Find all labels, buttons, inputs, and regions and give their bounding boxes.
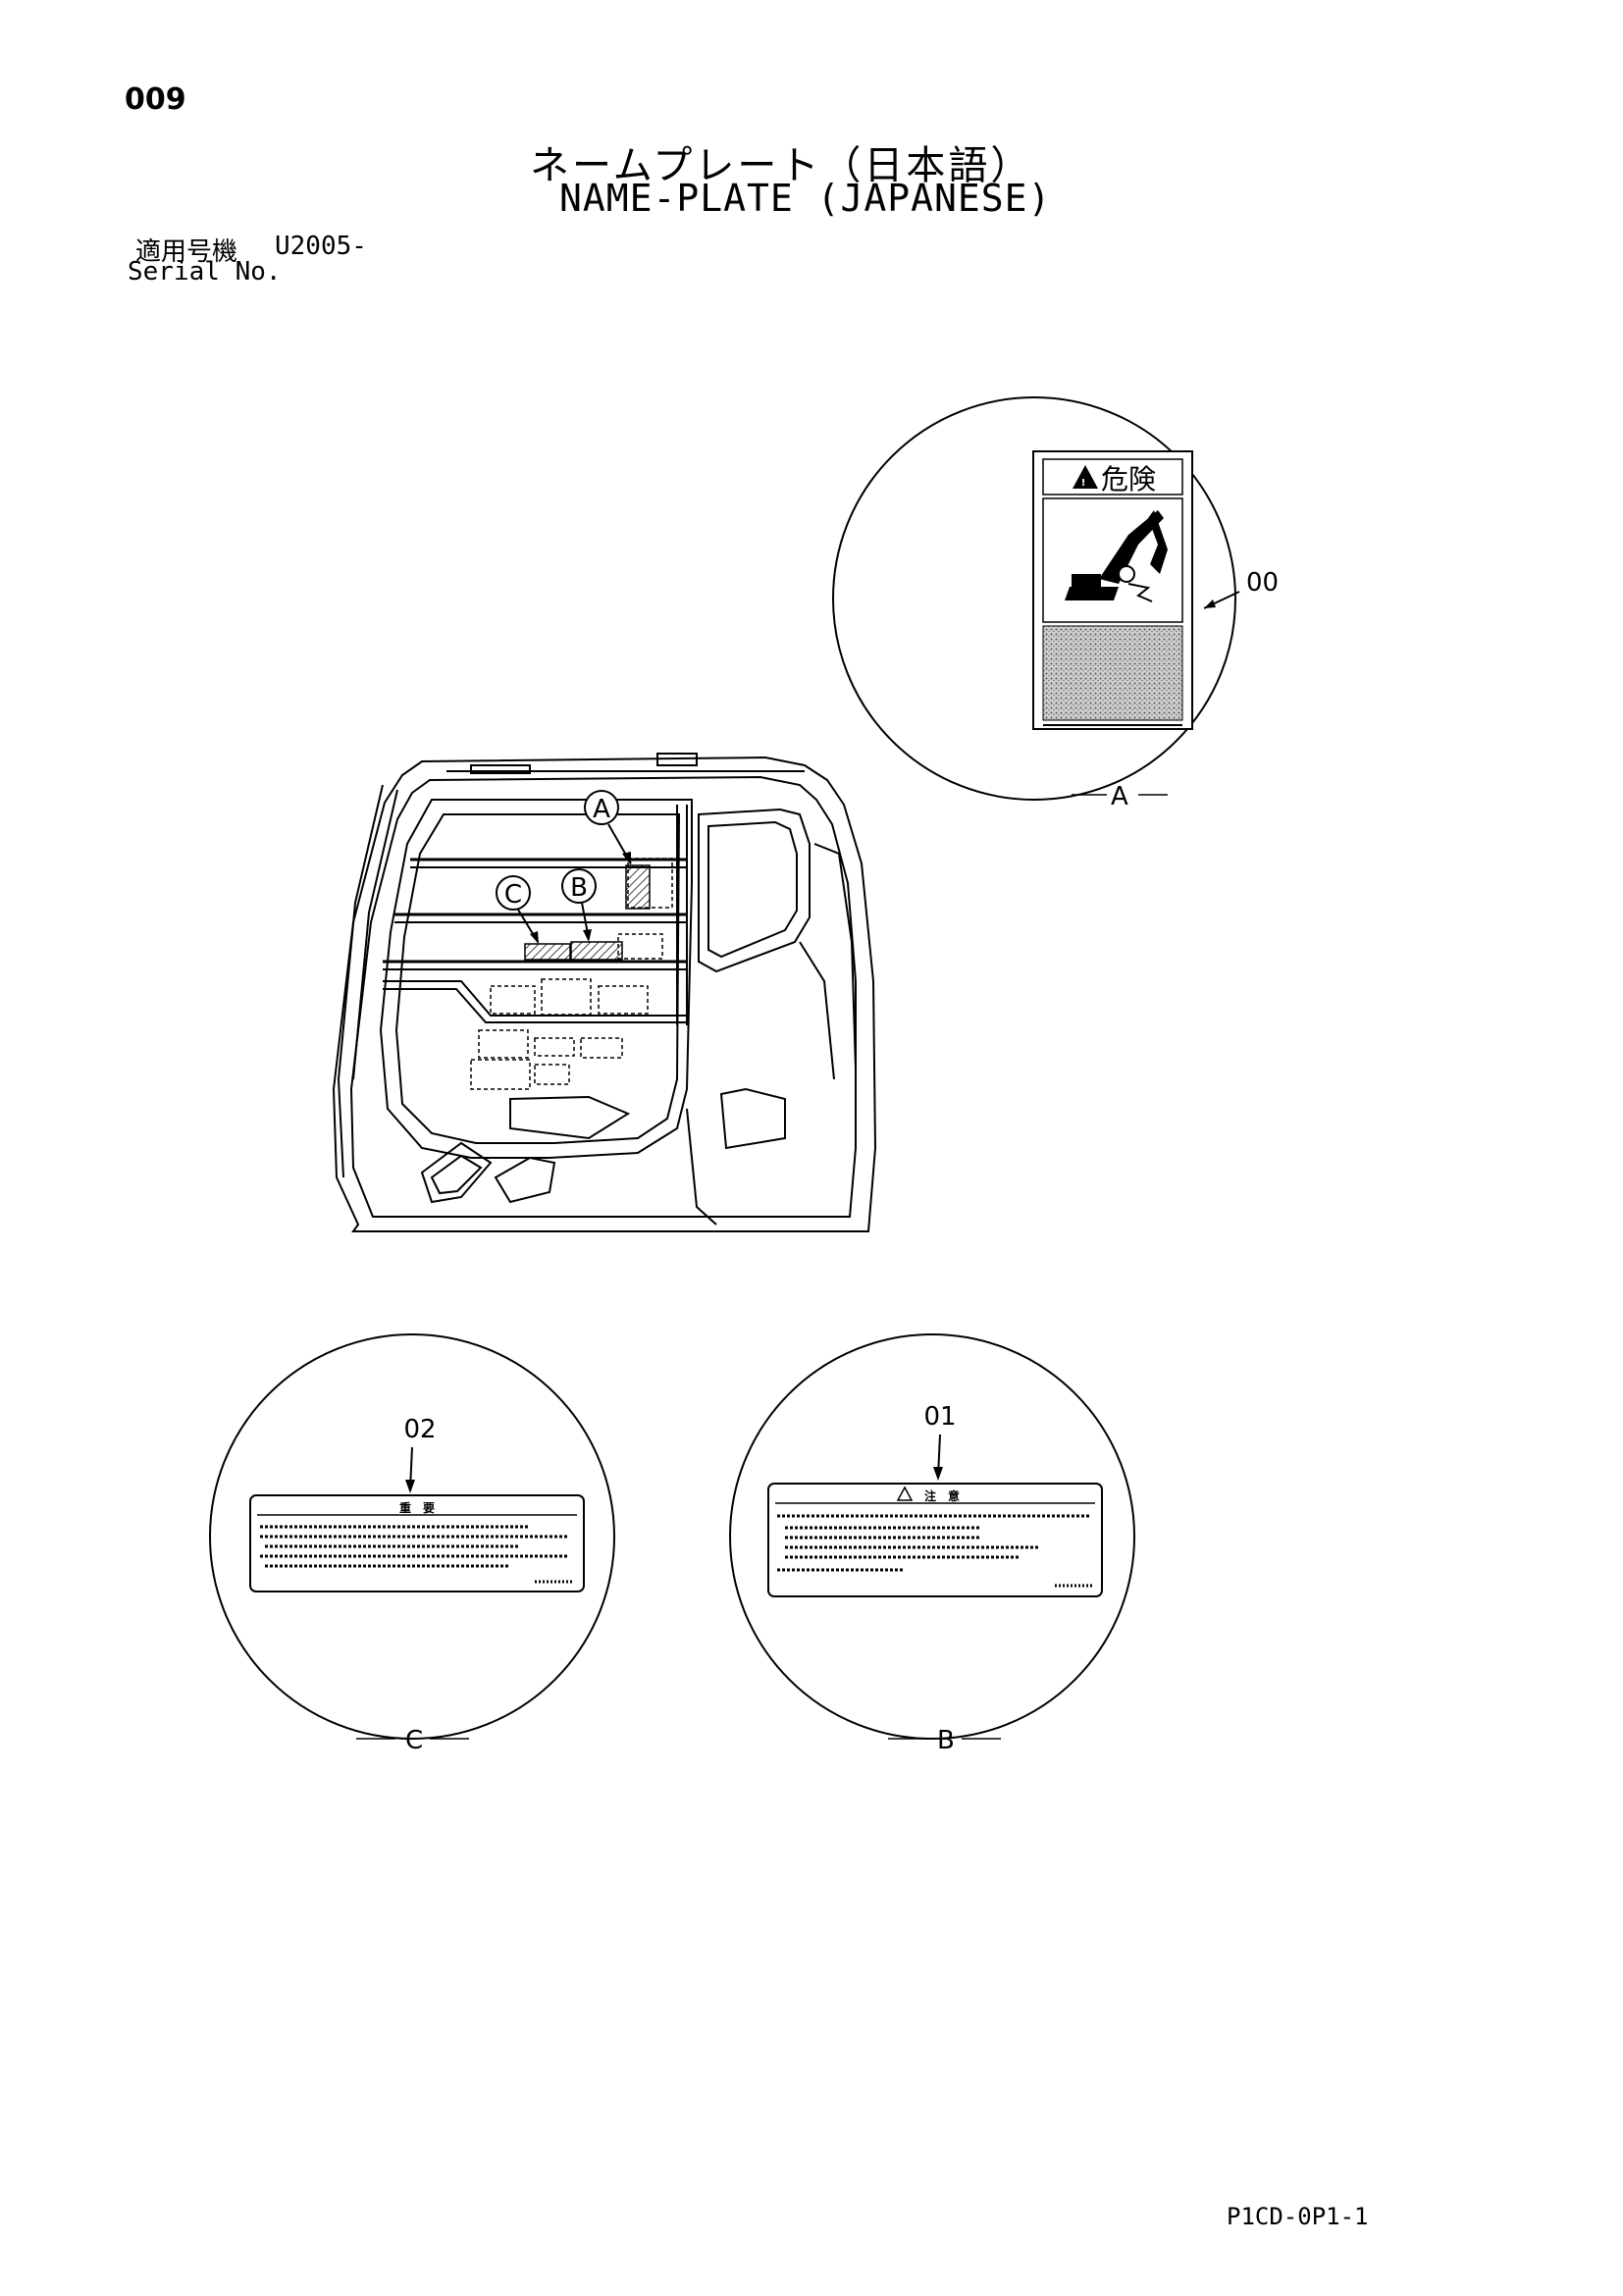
part-number-01: 01 bbox=[923, 1402, 956, 1432]
warning-triangle-icon bbox=[1073, 465, 1098, 489]
cab-door-drawing bbox=[332, 753, 877, 1232]
plate-location-c bbox=[524, 943, 571, 961]
callout-c: C bbox=[496, 875, 539, 944]
view-label-a: A bbox=[1111, 782, 1128, 811]
page-number: 009 bbox=[125, 82, 186, 117]
svg-text:!: ! bbox=[1081, 478, 1086, 489]
caution-triangle-icon bbox=[896, 1486, 914, 1501]
plate-location-a bbox=[625, 864, 651, 910]
caution-plate-01: 注 意 bbox=[767, 1483, 1103, 1597]
callout-b: B bbox=[561, 868, 597, 942]
caution-plate-heading: 注 意 bbox=[924, 1488, 960, 1503]
view-label-c: C bbox=[405, 1726, 423, 1755]
plate-location-b bbox=[570, 941, 623, 961]
danger-plate-00: ! 危険 bbox=[1032, 450, 1193, 730]
detail-b-view: 01 注 意 B bbox=[729, 1333, 1135, 1755]
important-plate-heading: 重 要 bbox=[399, 1500, 435, 1515]
svg-text:A: A bbox=[593, 795, 610, 824]
serial-label-english: Serial No. bbox=[128, 257, 282, 287]
detail-a-view: ! 危険 00 A bbox=[832, 396, 1279, 811]
part-number-02: 02 bbox=[403, 1415, 436, 1444]
page-title-english: NAME-PLATE (JAPANESE) bbox=[559, 177, 1052, 220]
serial-number-value: U2005- bbox=[275, 232, 367, 261]
danger-plate-heading: 危険 bbox=[1101, 463, 1156, 496]
detail-c-view: 02 重 要 C bbox=[209, 1333, 615, 1755]
view-label-b: B bbox=[937, 1726, 955, 1755]
important-plate-02: 重 要 bbox=[249, 1494, 585, 1592]
document-code: P1CD-0P1-1 bbox=[1227, 2203, 1369, 2230]
page-title-japanese: ネームプレート（日本語） bbox=[530, 143, 1033, 188]
callout-a: A bbox=[584, 790, 632, 865]
svg-text:C: C bbox=[504, 880, 522, 910]
excavator-hazard-icon bbox=[1065, 510, 1168, 602]
part-number-00: 00 bbox=[1246, 568, 1279, 598]
serial-label-japanese: 適用号機 bbox=[135, 237, 238, 267]
svg-text:B: B bbox=[570, 873, 588, 903]
